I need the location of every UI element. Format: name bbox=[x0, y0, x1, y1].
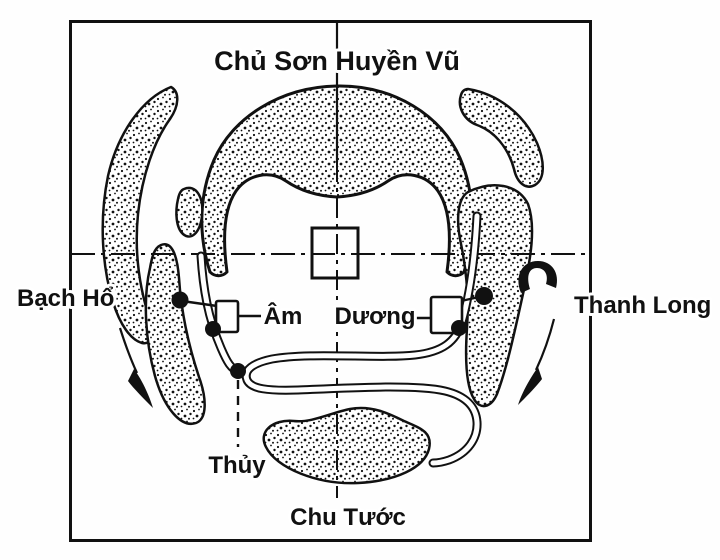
tiger-point-dot bbox=[171, 291, 189, 309]
left-stream-dot bbox=[205, 321, 221, 337]
yin-label: Âm bbox=[264, 302, 303, 330]
bach-ho-tiger-lower-mound bbox=[144, 243, 206, 425]
chu-tuoc-bird-mound bbox=[262, 406, 431, 485]
water-confluence-dot bbox=[230, 363, 246, 379]
dragon-point-dot bbox=[475, 287, 493, 305]
right-flow-arrow-shaft bbox=[535, 318, 556, 371]
thanh-long-dragon-claw-curl bbox=[518, 261, 558, 293]
chu-tuoc-label: Chu Tước bbox=[290, 504, 406, 531]
left-flow-arrow-shaft bbox=[118, 327, 138, 374]
yang-label: Dương bbox=[334, 303, 415, 330]
title-huyen-vu-label: Chủ Sơn Huyền Vũ bbox=[214, 46, 460, 76]
bach-ho-label: Bạch Hổ bbox=[17, 285, 114, 312]
thanh-long-label: Thanh Long bbox=[574, 292, 711, 319]
thanh-long-dragon-upper-hook bbox=[458, 87, 544, 188]
diagram-frame bbox=[69, 20, 592, 542]
site-square bbox=[310, 226, 360, 280]
right-stream-dot bbox=[451, 320, 467, 336]
left-flow-arrow-head bbox=[128, 369, 153, 408]
water-label: Thủy bbox=[208, 452, 266, 479]
yin-marker-box bbox=[214, 299, 240, 334]
right-flow-arrow-head bbox=[518, 367, 542, 405]
right-stream-channel bbox=[243, 213, 480, 466]
bach-ho-tiger-knob bbox=[175, 186, 204, 238]
flow-arrows bbox=[118, 318, 556, 408]
